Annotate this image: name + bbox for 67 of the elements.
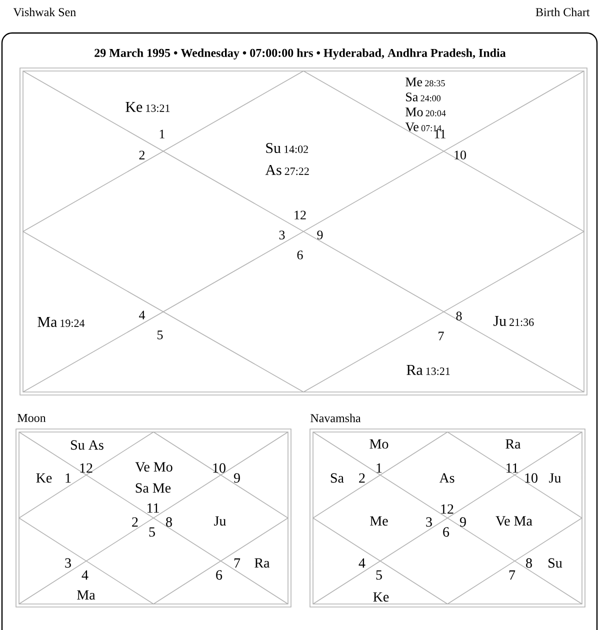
chart-label: 1 (160, 130, 164, 138)
chart-label: Ke (373, 592, 389, 602)
chart-label: 8 (456, 312, 462, 320)
chart-label: 3 (279, 230, 285, 240)
chart-label: 5 (376, 570, 382, 580)
chart-label: 11 (506, 463, 518, 473)
chart-label: 12 (80, 463, 92, 473)
chart-label: Su (548, 558, 562, 568)
date-line: 29 March 1995 • Wednesday • 07:00:00 hrs • Hyderabad, Andhra Pradesh, India (94, 48, 506, 60)
chart-label: 7 (509, 570, 516, 580)
chart-label: Me (370, 516, 388, 526)
chart-label: 12 (294, 210, 306, 220)
chart-label: 8 (166, 517, 172, 527)
planet-degree: Ma 19:24 (38, 317, 85, 327)
chart-label: 3 (65, 558, 71, 568)
chart-label: 4 (82, 570, 88, 580)
chart-label: 7 (438, 332, 444, 340)
chart-label: Ra (506, 439, 521, 449)
chart-label: 8 (526, 558, 532, 568)
chart-label: 10 (213, 463, 226, 473)
chart-label: Ve Mo (135, 462, 172, 472)
chart-label: 10 (525, 473, 538, 483)
chart-label: 4 (139, 310, 146, 320)
chart-label: 6 (216, 570, 222, 580)
chart-label: As (439, 473, 454, 483)
chart-label: 5 (158, 330, 163, 340)
planet-degree: Mo 20:04 (406, 108, 446, 116)
chart-label: Ra (254, 558, 270, 568)
chart-label: 11 (147, 503, 159, 513)
chart-label: 3 (426, 517, 432, 527)
chart-label: Ju (214, 516, 226, 526)
chart-title: Navamsha (310, 414, 361, 422)
chart-label: 2 (359, 473, 365, 483)
planet-degree: As 27:22 (265, 164, 309, 176)
chart-label: Ke (36, 473, 52, 483)
chart-label: 2 (132, 517, 138, 527)
header-text: Birth Chart (536, 8, 590, 16)
planet-degree: Ve 07:14 (405, 122, 442, 132)
chart-label: 1 (66, 473, 71, 483)
chart-label: 2 (139, 150, 145, 160)
planet-degree: Ju 21:36 (494, 316, 534, 326)
chart-label: 9 (317, 230, 323, 240)
chart-label: 12 (441, 504, 454, 514)
chart-label: 4 (358, 558, 366, 568)
chart-label: Ve Ma (496, 516, 532, 526)
chart-label: Ju (549, 473, 561, 483)
chart-label: 10 (454, 150, 466, 160)
planet-degree: Sa 24:00 (406, 92, 441, 102)
chart-label: Sa Me (136, 483, 171, 493)
chart-title: Moon (18, 414, 46, 422)
chart-label: 6 (443, 527, 450, 537)
chart-label: 9 (460, 517, 466, 527)
chart-label: 6 (297, 250, 303, 260)
planet-degree: Ke 13:21 (126, 102, 170, 112)
chart-label: 5 (149, 527, 155, 537)
chart-label: Sa (330, 473, 344, 483)
chart-label: Su As (71, 440, 104, 450)
chart-label: Ma (77, 590, 96, 600)
chart-label: 11 (434, 130, 446, 138)
chart-label: 9 (234, 473, 240, 483)
chart-label: Mo (370, 439, 388, 449)
chart-label: 1 (376, 463, 382, 473)
planet-degree: Ra 13:21 (406, 365, 450, 375)
chart-label: 7 (234, 558, 240, 568)
planet-degree: Me 28:35 (406, 78, 445, 86)
header-text: Vishwak Sen (13, 8, 76, 16)
planet-degree: Su 14:02 (266, 142, 308, 154)
